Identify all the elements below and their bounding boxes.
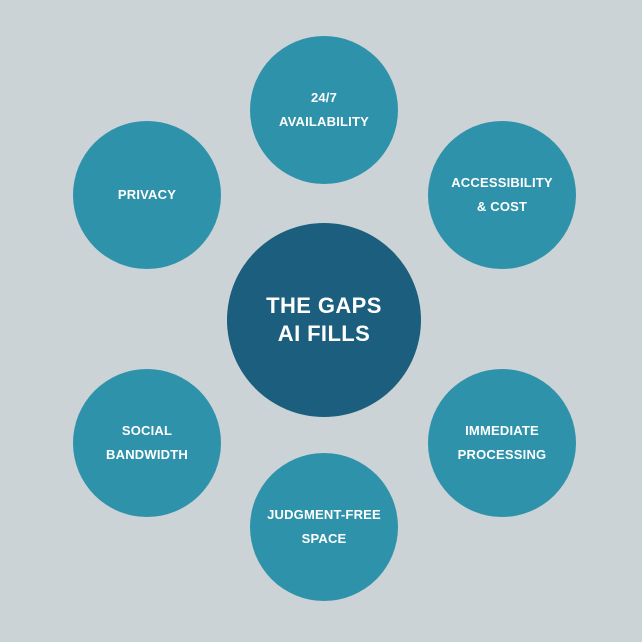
- satellite-label-immediate-processing: IMMEDIATE PROCESSING: [457, 423, 547, 462]
- hub-label: THE GAPS AI FILLS: [266, 293, 382, 346]
- satellite-label-availability: 24/7 AVAILABILITY: [278, 90, 370, 129]
- satellite-circle-availability[interactable]: 24/7 AVAILABILITY: [250, 36, 398, 184]
- satellite-circle-accessibility-cost[interactable]: ACCESSIBILITY & COST: [428, 121, 576, 269]
- satellite-circle-judgment-free-space[interactable]: JUDGMENT-FREE SPACE: [250, 453, 398, 601]
- satellite-circle-social-bandwidth[interactable]: SOCIAL BANDWIDTH: [73, 369, 221, 517]
- satellite-label-social-bandwidth: SOCIAL BANDWIDTH: [106, 423, 188, 462]
- satellite-label-privacy: PRIVACY: [117, 187, 177, 202]
- satellite-circle-privacy[interactable]: PRIVACY: [73, 121, 221, 269]
- satellite-circle-immediate-processing[interactable]: IMMEDIATE PROCESSING: [428, 369, 576, 517]
- satellite-label-accessibility-cost: ACCESSIBILITY & COST: [451, 175, 553, 214]
- satellite-label-judgment-free-space: JUDGMENT-FREE SPACE: [267, 507, 381, 546]
- hub-circle[interactable]: THE GAPS AI FILLS: [227, 223, 421, 417]
